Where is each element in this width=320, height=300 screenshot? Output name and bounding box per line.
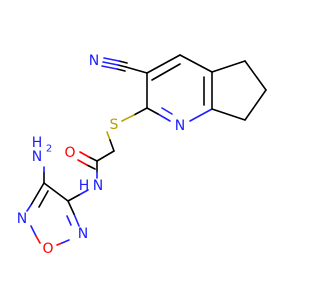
atom-sulfur: S bbox=[110, 117, 119, 133]
atom-oxadiazole-oxygen: O bbox=[42, 241, 53, 257]
bond-nitrile bbox=[117, 64, 127, 68]
bond-c2-s-s bbox=[121, 114, 135, 122]
bond-c6-c7 bbox=[244, 89, 267, 121]
atom-oxadiazole-nitrogen-right: N bbox=[78, 226, 88, 242]
bond-c2-s bbox=[133, 107, 148, 116]
atom-nitrile-nitrogen: N bbox=[89, 53, 99, 69]
bond-c4-c4a bbox=[179, 54, 213, 73]
bond-s-ch2-s bbox=[106, 131, 111, 141]
bond-c7-c7a bbox=[211, 108, 246, 121]
bond-c7a-n1 bbox=[189, 108, 213, 122]
atom-amide-hydrogen: H bbox=[79, 178, 90, 194]
atom-label-layer: N S N O N H N H 2 N O N bbox=[17, 53, 185, 257]
bond-nitrile-3 bbox=[116, 68, 126, 72]
bond-nh-c3ox bbox=[67, 194, 80, 202]
bond-n1-c2-inner bbox=[161, 107, 173, 115]
bond-ox-n2-c3-n bbox=[73, 213, 80, 227]
bond-ox-c4-n5-n bbox=[26, 204, 32, 212]
bond-c3-c4-inner bbox=[151, 63, 181, 81]
bond-nitrile-n-2 bbox=[103, 57, 120, 62]
bond-co-o bbox=[79, 151, 90, 158]
molecule-canvas: N S N O N H N H 2 N O N bbox=[16, 53, 267, 257]
bond-n1-c2 bbox=[146, 107, 159, 115]
atom-carbonyl-oxygen: O bbox=[64, 145, 75, 161]
bond-co-o-2 bbox=[77, 159, 88, 166]
atom-amino-nitrogen: N bbox=[32, 149, 42, 165]
bond-c3-c4 bbox=[146, 54, 181, 74]
atom-amino-subscript: 2 bbox=[46, 144, 52, 155]
bond-cn-c3 bbox=[125, 66, 148, 74]
atom-amide-nitrogen: N bbox=[93, 178, 103, 194]
bond-nitrile-n bbox=[102, 61, 119, 66]
bond-n1-c2-n bbox=[157, 113, 171, 122]
bond-ox-c3-c4 bbox=[43, 182, 69, 202]
bond-co-2 bbox=[86, 164, 96, 170]
molecule-structure: N S N O N H N H 2 N O N bbox=[17, 53, 267, 257]
atom-oxadiazole-nitrogen-left: N bbox=[17, 211, 27, 227]
bond-ox-c4-n5 bbox=[30, 182, 45, 206]
atom-pyridine-nitrogen: N bbox=[175, 118, 185, 134]
bond-ox-n5-o1 bbox=[35, 235, 41, 244]
bond-nh-c3ox-n bbox=[78, 189, 89, 196]
bond-ox-n2-c3-inner bbox=[66, 215, 72, 226]
bond-ch2-co bbox=[96, 150, 115, 162]
bond-ox-o1-n2-n bbox=[61, 239, 70, 244]
bond-ox-c4-n5-inner bbox=[38, 190, 49, 208]
bond-ox-n2-c3 bbox=[67, 200, 75, 215]
bond-c5-c6 bbox=[244, 60, 267, 91]
bond-c4a-c5 bbox=[211, 60, 246, 73]
bond-ox-n5-o1-n bbox=[30, 225, 37, 237]
bond-s-ch2 bbox=[109, 139, 115, 152]
bond-nitrile-n-3 bbox=[101, 65, 118, 70]
bond-nitrile-2 bbox=[118, 60, 128, 64]
bond-layer bbox=[26, 54, 267, 246]
atom-amino-hydrogen: H bbox=[32, 135, 43, 151]
bond-ox-o1-n2 bbox=[56, 242, 63, 246]
bond-co bbox=[88, 156, 98, 162]
